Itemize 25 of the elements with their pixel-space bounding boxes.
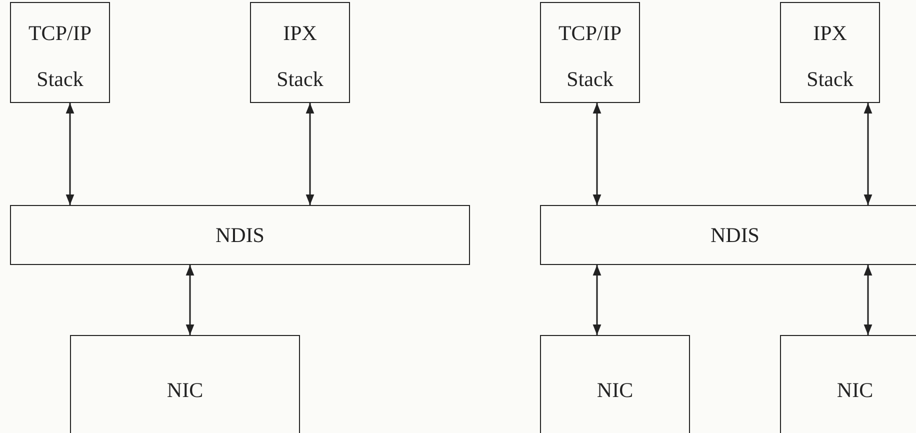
- process-box: [250, 2, 350, 103]
- process-box: [540, 335, 690, 433]
- box-label: NDIS: [215, 222, 264, 248]
- process-box: [70, 335, 300, 433]
- box-label: NIC: [836, 378, 874, 402]
- box-label: IPX Stack: [276, 20, 324, 92]
- box-label: NDIS: [710, 222, 760, 248]
- process-box: [780, 335, 916, 433]
- process-box: [10, 205, 470, 265]
- box-label: NIC: [596, 378, 634, 402]
- double-arrow: [186, 265, 194, 335]
- process-box: [540, 2, 640, 103]
- box-label: IPX Stack: [806, 20, 854, 92]
- box-label: TCP/IP Stack: [27, 20, 93, 92]
- process-box: [10, 2, 110, 103]
- box-label: TCP/IP Stack: [557, 20, 623, 92]
- double-arrow: [66, 103, 74, 205]
- double-arrow: [592, 265, 602, 335]
- double-arrow: [306, 103, 314, 205]
- box-label: NIC: [166, 378, 204, 402]
- double-arrow: [592, 103, 602, 205]
- double-arrow: [864, 103, 872, 205]
- process-box: [780, 2, 880, 103]
- process-box: [540, 205, 916, 265]
- double-arrow: [864, 265, 872, 335]
